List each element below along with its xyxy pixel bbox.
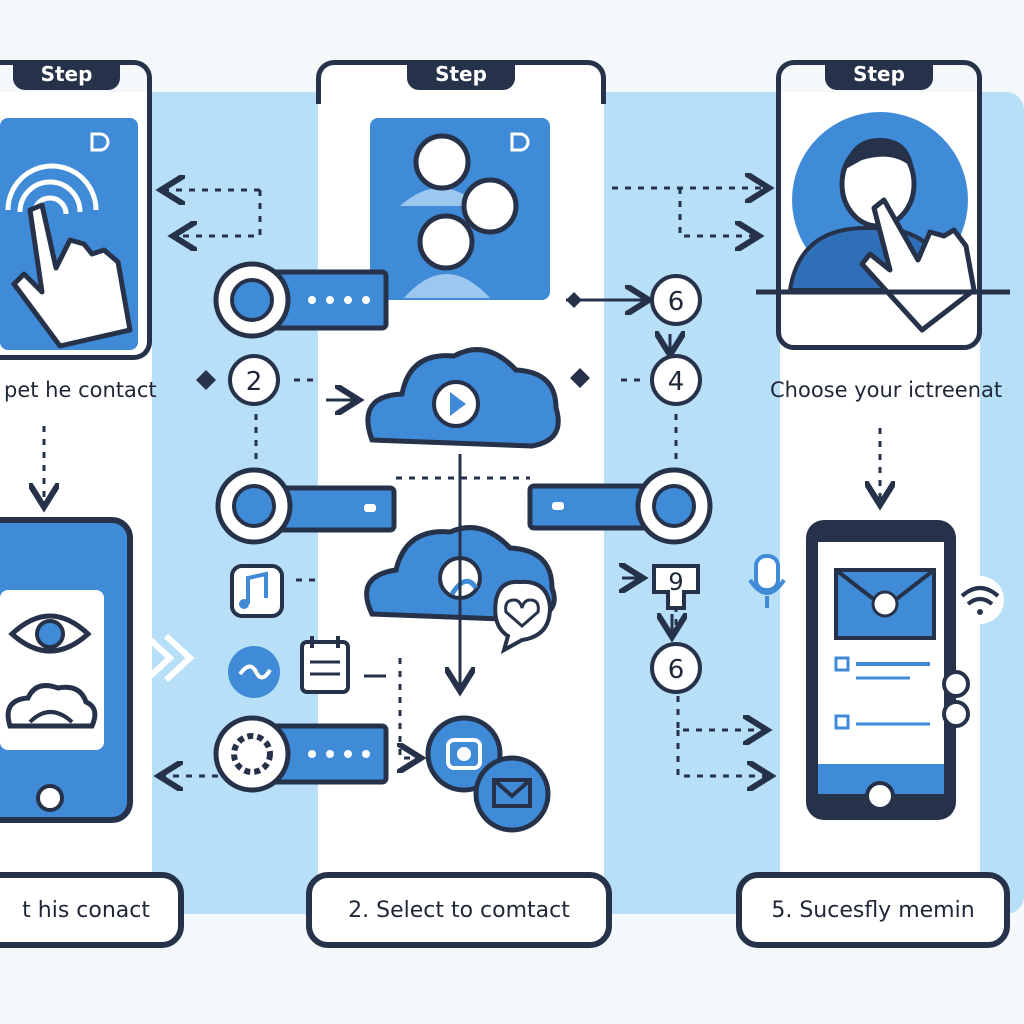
step3-action-label: 5. Sucesfly memin: [771, 897, 975, 923]
group-contacts-icon: [370, 118, 550, 300]
step1-action-button[interactable]: t his conact: [0, 872, 184, 948]
svg-text:6: 6: [668, 287, 685, 317]
cloud-icon: [5, 683, 98, 729]
svg-text:9: 9: [668, 568, 683, 596]
tap-gesture-icon: [0, 118, 138, 350]
svg-text:2: 2: [246, 367, 263, 397]
flow-node-e: 6: [650, 642, 702, 694]
pill-toggle-2: [215, 467, 397, 545]
flow-node-a: 2: [228, 354, 280, 406]
microphone-icon: [748, 554, 786, 608]
cloud-play-icon: [365, 347, 561, 449]
smartphone-icon: [0, 517, 133, 823]
person-tap-icon: [756, 112, 1010, 333]
step3-caption: Choose your ictreenat: [770, 378, 1003, 402]
pill-toggle-1: [213, 261, 389, 339]
double-chevron-icon: [143, 633, 195, 683]
step1-caption: pet he contact: [4, 378, 157, 402]
step2-action-label: 2. Select to comtact: [348, 897, 570, 923]
pill-toggle-4: [527, 467, 713, 545]
diamond-marker: [566, 292, 582, 308]
flow-node-b: 6: [650, 274, 702, 326]
svg-text:4: 4: [668, 367, 685, 397]
heart-chat-icon: [493, 579, 553, 655]
step1-tab-label: Step: [12, 60, 121, 90]
step3-tab-label: Step: [825, 60, 933, 90]
mail-icon: [473, 755, 551, 833]
step1-tab: Step: [0, 60, 152, 360]
pill-toggle-3: [213, 715, 389, 793]
connectors: [44, 188, 880, 776]
eye-icon: [8, 613, 92, 654]
swirl-icon: [228, 646, 280, 698]
flow-node-c: 4: [650, 354, 702, 406]
flow-node-d: 9: [652, 564, 700, 610]
step2-tab-label: Step: [407, 60, 515, 90]
diamond-marker: [196, 370, 216, 390]
svg-text:6: 6: [668, 655, 685, 685]
step3-phone-icon: [806, 520, 970, 820]
step1-action-label: t his conact: [22, 897, 150, 923]
diamond-marker: [570, 368, 590, 388]
step2-action-button[interactable]: 2. Select to comtact: [306, 872, 612, 948]
music-note-icon: [230, 564, 284, 618]
step2-tab: Step: [316, 60, 606, 104]
wifi-icon: [956, 576, 1004, 624]
step3-tab: Step: [776, 60, 982, 350]
calendar-icon: [300, 636, 350, 694]
step3-action-button[interactable]: 5. Sucesfly memin: [736, 872, 1010, 948]
